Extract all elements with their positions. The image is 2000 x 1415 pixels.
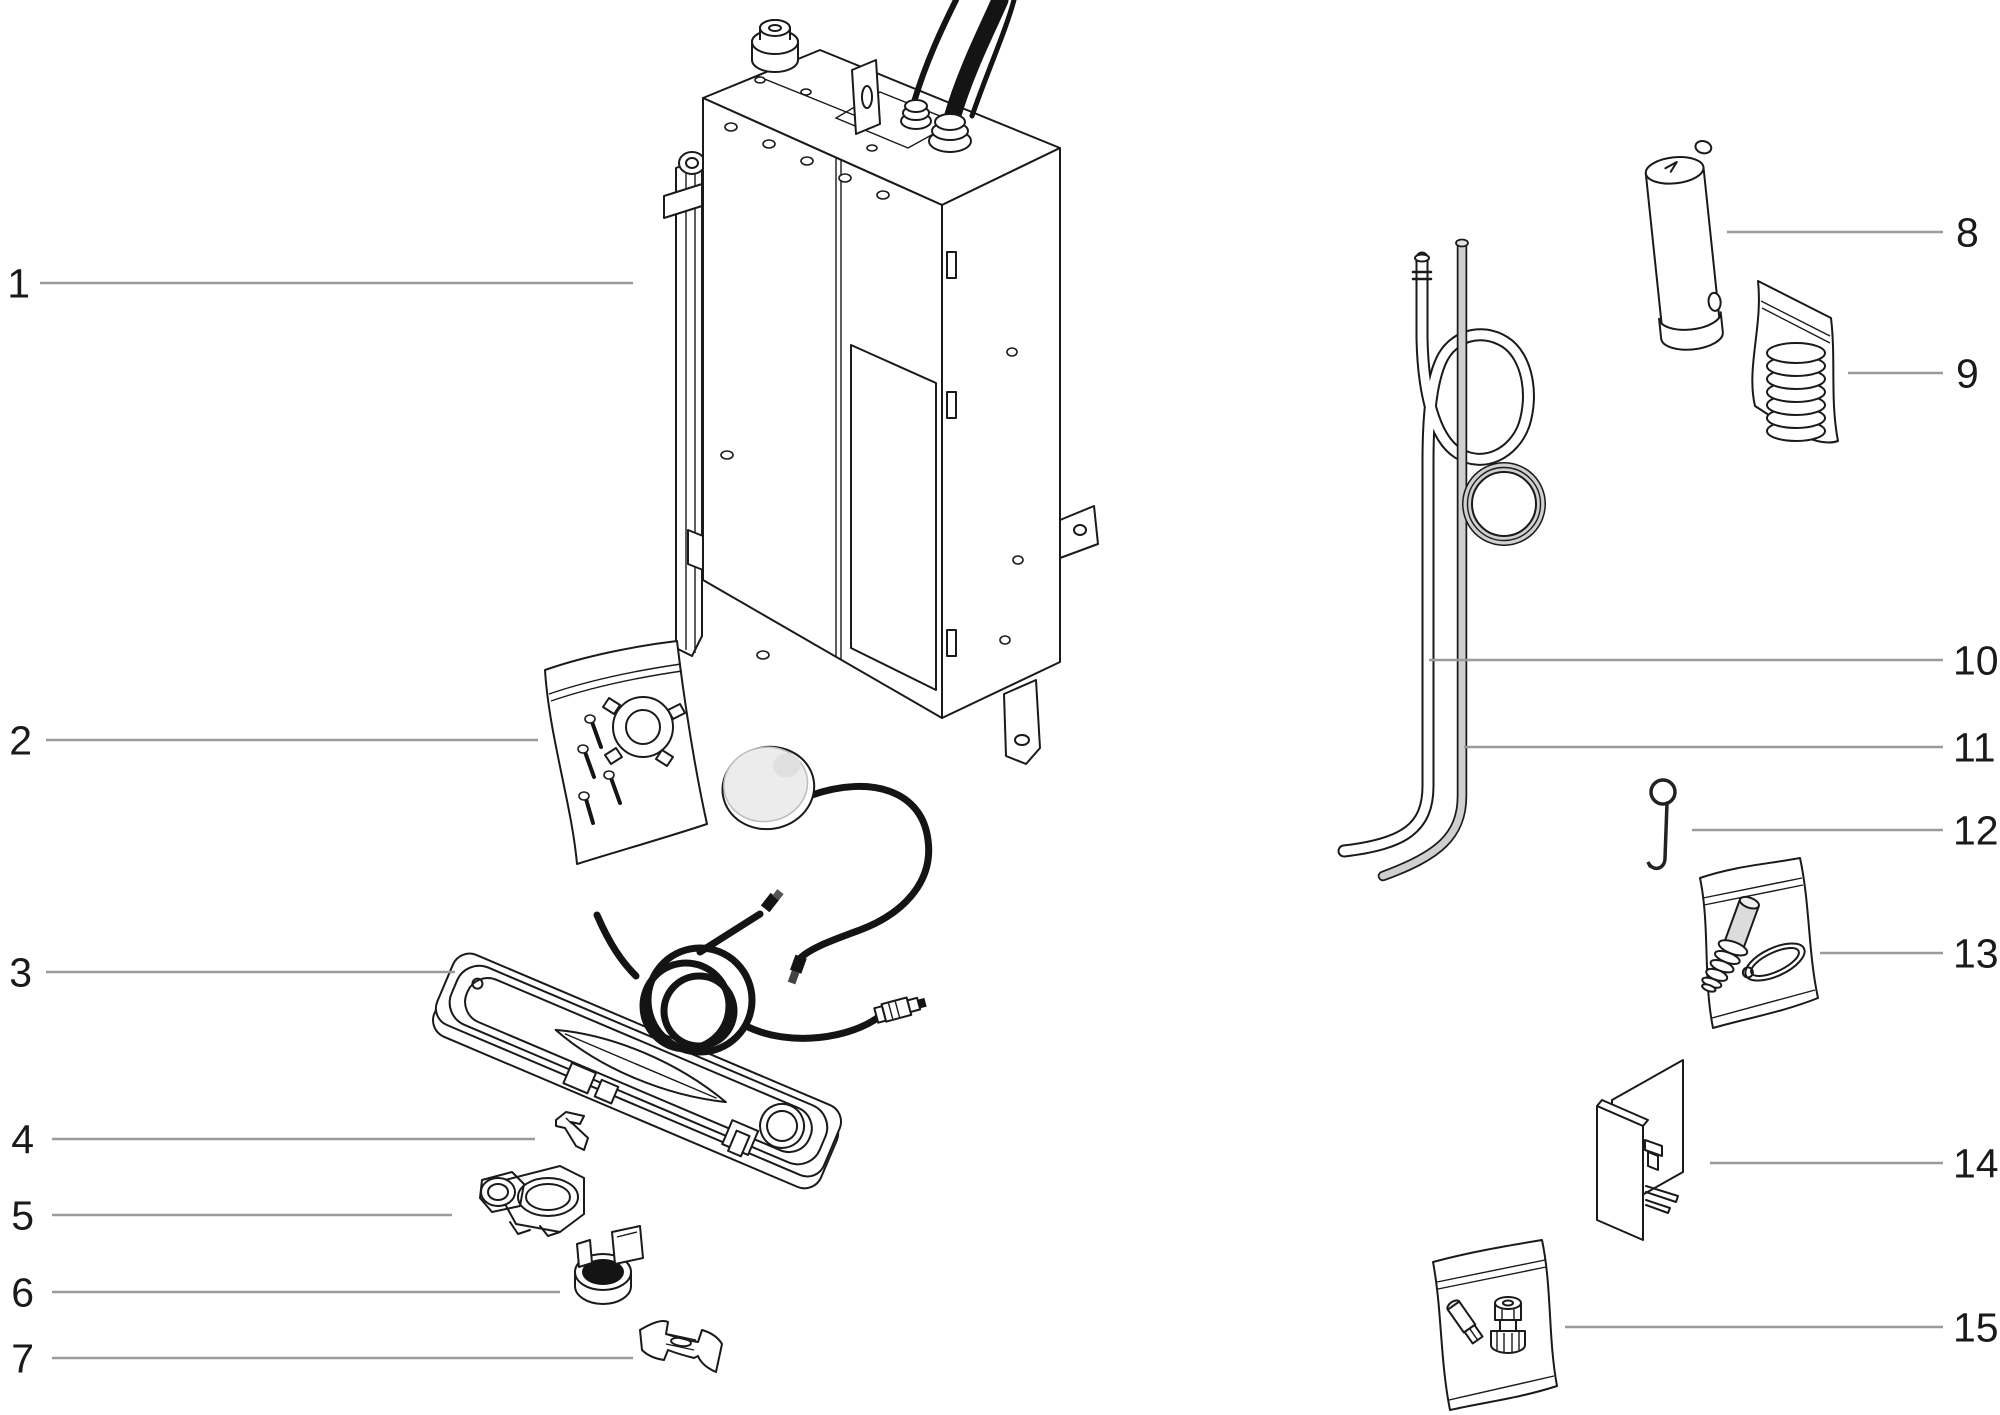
part-mounting-bracket	[1596, 1059, 1684, 1241]
unit-access-panel	[850, 344, 937, 691]
part-plug-gland-bag	[1432, 1239, 1558, 1411]
small-plug	[1446, 1299, 1484, 1345]
part-tube-grey	[1377, 238, 1546, 882]
callout-number-12: 12	[1953, 807, 1999, 853]
callout-number-2: 2	[9, 717, 32, 763]
o-ring	[1741, 942, 1806, 982]
callout-number-3: 3	[9, 949, 32, 995]
part-tray	[432, 952, 843, 1190]
callout-number-9: 9	[1956, 350, 1979, 396]
part-cable-clip	[639, 1320, 723, 1373]
cable-connector	[873, 996, 927, 1024]
callout-number-4: 4	[11, 1116, 34, 1162]
part-wire-hook-pin	[1646, 778, 1677, 871]
part-cable-coil	[593, 889, 927, 1056]
part-main-unit	[663, 0, 1099, 765]
part-grommet	[574, 1225, 644, 1305]
gland-nut	[1490, 1296, 1526, 1354]
callout-number-13: 13	[1953, 930, 1999, 976]
callout-number-6: 6	[11, 1269, 34, 1315]
unit-right-face	[941, 147, 1061, 719]
small-cable-gland	[900, 0, 959, 130]
callout-number-14: 14	[1953, 1140, 1999, 1186]
puck-cable-tip	[787, 954, 807, 985]
part-disc-stack-bag	[1751, 280, 1839, 444]
part-tube-white	[1337, 251, 1535, 858]
callout-number-8: 8	[1956, 209, 1979, 255]
disc-stack	[1766, 342, 1826, 442]
part-clamp-housing	[479, 1165, 585, 1237]
part-screw-bag	[544, 640, 708, 865]
screws	[577, 714, 622, 825]
part-sensor-puck	[721, 745, 933, 985]
callout-number-7: 7	[11, 1335, 34, 1381]
part-filter-cartridge	[1644, 140, 1724, 351]
part-fitting-oring-bag	[1699, 857, 1819, 1029]
pigtail-connector	[760, 889, 784, 913]
callout-number-5: 5	[11, 1192, 34, 1238]
part-small-clip	[555, 1111, 589, 1151]
grey-tube-coil	[1462, 462, 1546, 546]
barbed-fitting	[1701, 895, 1761, 993]
main-cable-gland	[928, 0, 1017, 153]
callout-number-10: 10	[1953, 637, 1999, 683]
callout-number-15: 15	[1953, 1304, 1999, 1350]
mounting-ring	[602, 696, 686, 767]
cap-nut-connector	[751, 19, 799, 73]
callout-number-11: 11	[1953, 724, 1996, 770]
callout-number-1: 1	[7, 260, 30, 306]
